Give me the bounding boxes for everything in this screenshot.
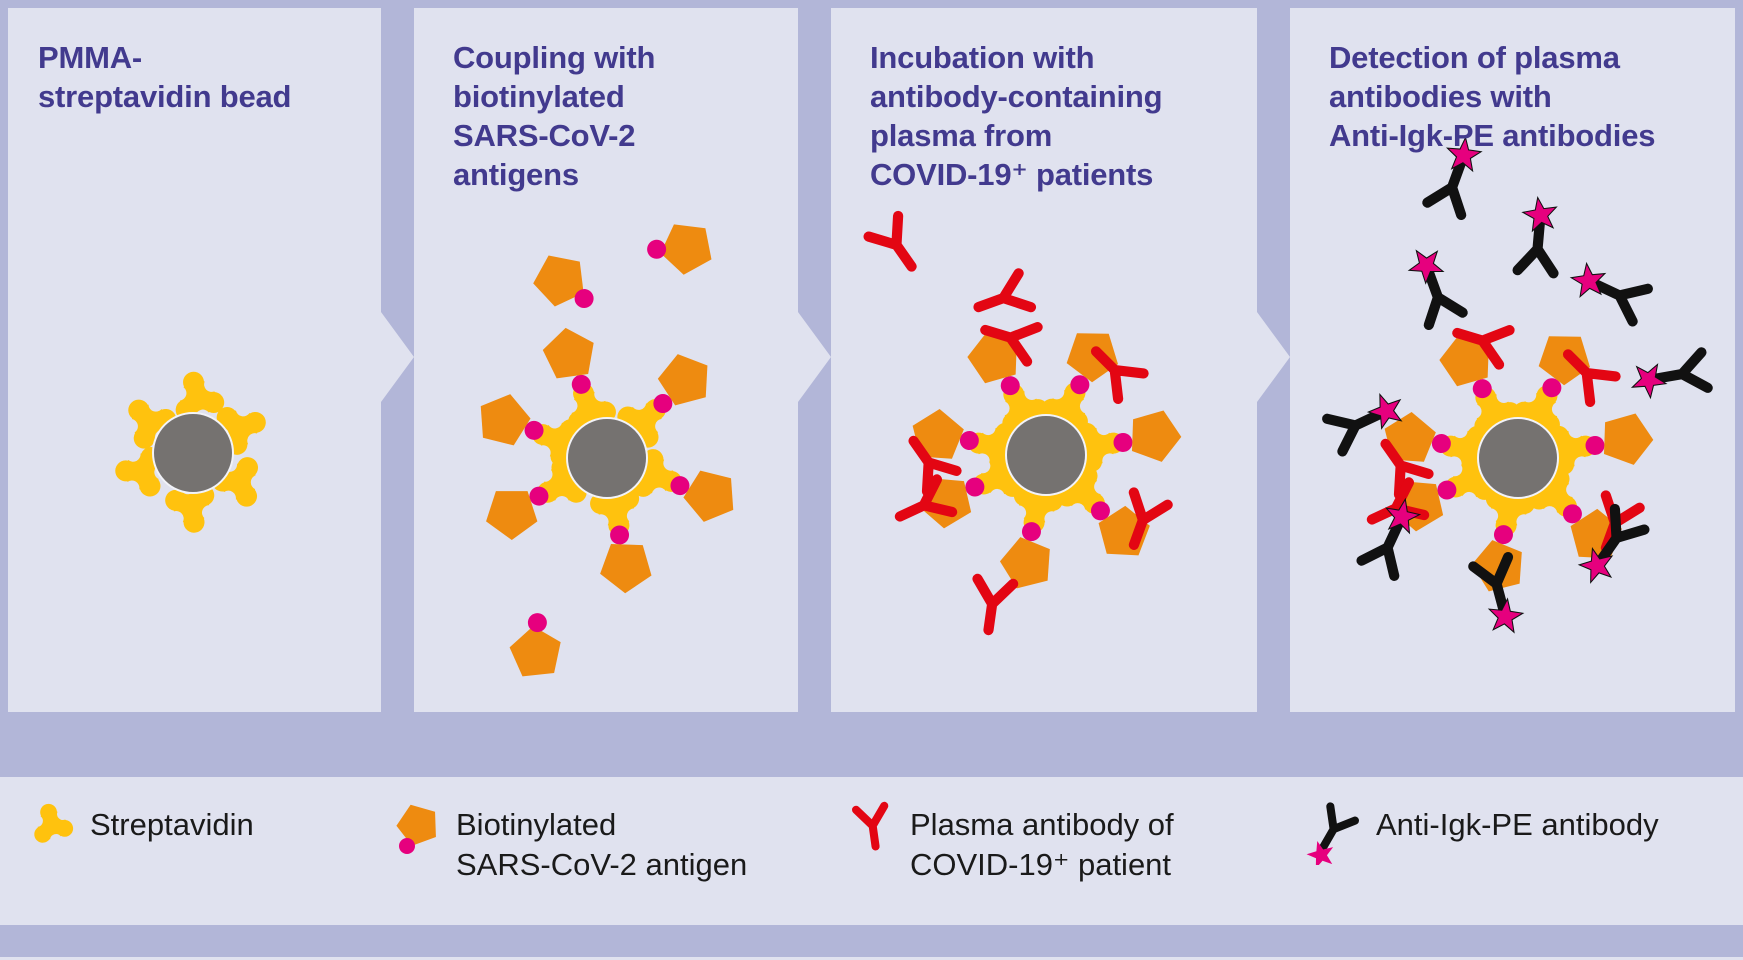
step-3-scene [831, 8, 1257, 712]
anti-igk-pe-antibody-icon [1398, 240, 1465, 327]
bead-antigen-cluster [901, 314, 1191, 600]
title-line: streptavidin bead [38, 79, 292, 114]
step-2-title: Coupling with biotinylated SARS-CoV-2 an… [414, 8, 675, 194]
title-line: Anti-Igk-PE antibodies [1329, 118, 1656, 153]
anti-igk-pe-antibody-icon [1625, 349, 1708, 405]
title-line: Coupling with [453, 40, 656, 75]
step-panel-3: Incubation with antibody-containing plas… [831, 8, 1257, 712]
legend-label: Anti-Igk-PE antibody [1376, 805, 1659, 845]
streptavidin-antigen-complex [1463, 485, 1541, 602]
pmma-streptavidin-bead [113, 365, 274, 537]
antigen-icon [391, 799, 444, 854]
title-line: PMMA- [38, 40, 143, 75]
legend-label: Streptavidin [90, 805, 254, 845]
anti-igk-pe-antibody-icon [1561, 254, 1649, 326]
legend-item-plasma-antibody: Plasma antibody of COVID-19⁺ patient [846, 799, 1174, 885]
title-line: antibody-containing [870, 79, 1163, 114]
legend-item-streptavidin: Streptavidin [26, 799, 254, 851]
biotinylated-antigen-icon [525, 245, 598, 324]
legend-label: Biotinylated SARS-CoV-2 antigen [456, 805, 747, 885]
step-arrow-1 [381, 312, 414, 402]
title-line: COVID-19⁺ patients [870, 157, 1154, 192]
bead-antigen-cluster [1373, 317, 1663, 603]
title-line: SARS-CoV-2 [453, 118, 636, 153]
step-panel-4: Detection of plasma antibodies with Anti… [1290, 8, 1735, 712]
step-arrow-2 [798, 312, 831, 402]
streptavidin-icon [27, 799, 76, 845]
legend-label-line: Plasma antibody of [910, 807, 1174, 842]
streptavidin-antigen-complex [991, 482, 1069, 599]
step-panel-2: Coupling with biotinylated SARS-CoV-2 an… [414, 8, 798, 712]
step-4-title: Detection of plasma antibodies with Anti… [1290, 8, 1675, 155]
plasma-antibody-icon [869, 216, 927, 277]
legend-label-line: SARS-CoV-2 antigen [456, 847, 748, 882]
biotinylated-antigen-icon [500, 609, 576, 690]
step-panel-1: PMMA- streptavidin bead [8, 8, 381, 712]
title-line: Detection of plasma [1329, 40, 1620, 75]
legend-label-line: COVID-19⁺ patient [910, 847, 1172, 882]
step-1-title: PMMA- streptavidin bead [8, 8, 311, 116]
pmma-bead [1005, 414, 1087, 496]
anti-igk-pe-antibody-icon [1513, 194, 1563, 274]
step-2-scene [414, 8, 798, 712]
streptavidin-antigen-complex [582, 486, 660, 603]
legend-item-anti-igk-pe: Anti-Igk-PE antibody [1302, 799, 1659, 865]
title-line: antibodies with [1329, 79, 1552, 114]
pmma-bead [152, 412, 234, 494]
plasma-antibody-icon [972, 273, 1031, 324]
title-line: biotinylated [453, 79, 625, 114]
step-1-scene [113, 365, 274, 537]
bead-antigen-cluster [464, 314, 751, 603]
biotinylated-antigen-icon [643, 209, 722, 282]
title-line: antigens [453, 157, 579, 192]
legend-label-line: Anti-Igk-PE antibody [1376, 807, 1659, 842]
anti-igk-pe-icon [1303, 799, 1364, 865]
legend: Streptavidin Biotinylated SARS-CoV-2 ant… [0, 777, 1743, 925]
pmma-bead [1477, 417, 1559, 499]
legend-label-line: Biotinylated [456, 807, 617, 842]
title-line: Incubation with [870, 40, 1095, 75]
step-4-scene [1290, 8, 1735, 712]
step-arrow-3 [1257, 312, 1290, 402]
legend-label-line: Streptavidin [90, 807, 254, 842]
legend-item-antigen: Biotinylated SARS-CoV-2 antigen [388, 799, 747, 885]
plasma-antibody-icon [971, 579, 1013, 633]
step-3-title: Incubation with antibody-containing plas… [831, 8, 1182, 194]
title-line: plasma from [870, 118, 1053, 153]
plasma-antibody-icon [846, 799, 898, 857]
anti-igk-pe-antibody-icon [1470, 556, 1532, 641]
pmma-bead [566, 417, 648, 499]
legend-label: Plasma antibody of COVID-19⁺ patient [910, 805, 1174, 885]
bottom-strip [0, 957, 1743, 960]
